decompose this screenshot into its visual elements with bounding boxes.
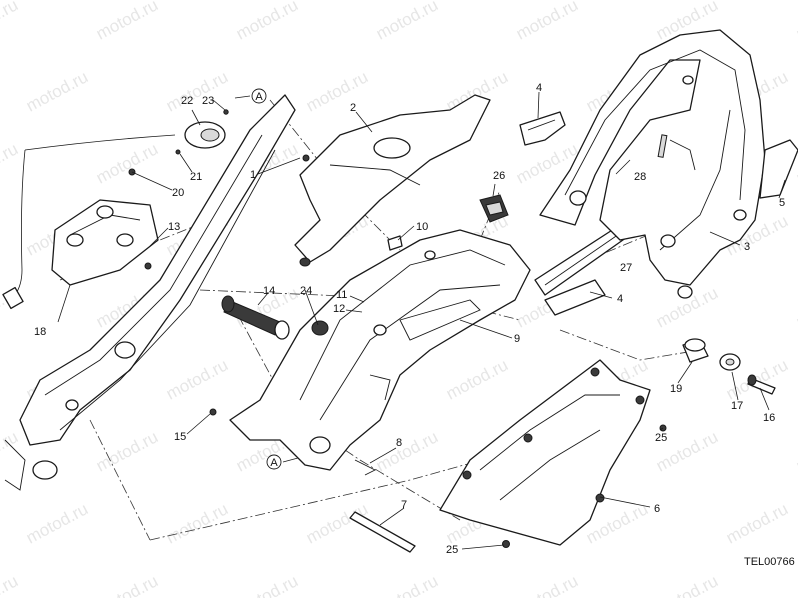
watermark-text: motod.ru [93, 571, 161, 598]
watermark-text: motod.ru [793, 0, 798, 44]
reference-marker-a-bottom: A [270, 457, 278, 469]
label-part-9: 9 [514, 333, 520, 345]
watermark-text: motod.ru [93, 0, 161, 44]
label-part-24: 24 [300, 285, 312, 297]
label-part-4-top: 4 [536, 82, 542, 94]
watermark-text: motod.ru [0, 427, 21, 475]
label-part-11: 11 [336, 289, 347, 301]
label-part-10: 10 [416, 221, 428, 233]
watermark-text: motod.ru [513, 0, 581, 44]
part-14-spacer [221, 295, 329, 340]
part-15-screw [209, 408, 217, 416]
label-leaders [57, 91, 786, 550]
label-part-21: 21 [190, 171, 202, 183]
watermark-text: motod.ru [163, 355, 231, 403]
label-part-22: 22 [181, 95, 193, 107]
label-part-2: 2 [350, 102, 356, 114]
label-part-28: 28 [634, 171, 646, 183]
label-part-25-right: 25 [655, 432, 667, 444]
label-part-20: 20 [172, 187, 184, 199]
label-part-16: 16 [763, 412, 775, 424]
diagram-reference-code: TEL00766 [744, 556, 795, 568]
reference-markers: A A [234, 88, 299, 470]
label-part-6: 6 [654, 503, 660, 515]
label-part-26: 26 [493, 170, 505, 182]
part-9-central-frame [229, 229, 531, 476]
watermark-text: motod.ru [793, 427, 798, 475]
left-subframe [4, 94, 296, 491]
part-7-rod [349, 511, 416, 553]
label-part-3: 3 [744, 241, 750, 253]
label-part-8: 8 [396, 437, 402, 449]
watermark-text: motod.ru [373, 571, 441, 598]
label-part-19: 19 [670, 383, 682, 395]
label-part-15: 15 [174, 431, 186, 443]
part-18-lock-bracket [2, 134, 176, 310]
label-part-25-bottom: 25 [446, 544, 458, 556]
part-2-upper-tray [294, 94, 491, 267]
label-part-13: 13 [168, 221, 180, 233]
part-number-labels: 1 2 3 4 4 5 6 7 8 9 10 11 12 13 14 15 16… [34, 82, 785, 556]
watermark-text: motod.ru [23, 499, 91, 547]
watermark-text: motod.ru [373, 0, 441, 44]
part-27-rail [534, 224, 631, 316]
watermark-text: motod.ru [233, 571, 301, 598]
label-part-12: 12 [333, 303, 345, 315]
watermark-text: motod.ru [443, 355, 511, 403]
label-part-23: 23 [202, 95, 214, 107]
watermark-text: motod.ru [0, 139, 21, 187]
watermark-text: motod.ru [793, 283, 798, 331]
watermark-text: motod.ru [0, 571, 21, 598]
label-part-17: 17 [731, 400, 743, 412]
watermark-text: motod.ru [23, 67, 91, 115]
part-26-clip [479, 194, 509, 223]
watermark-text: motod.ru [163, 67, 231, 115]
watermark-text: motod.ru [303, 67, 371, 115]
label-part-27: 27 [620, 262, 632, 274]
label-part-18: 18 [34, 326, 46, 338]
label-part-4-bottom: 4 [617, 293, 623, 305]
watermark-text: motod.ru [93, 427, 161, 475]
watermark-text: motod.ru [0, 0, 21, 44]
part-4-upper-bracket [519, 111, 566, 146]
label-part-5: 5 [779, 197, 785, 209]
part-5-pad [759, 139, 798, 199]
label-part-7: 7 [401, 499, 407, 511]
label-part-1: 1 [250, 169, 256, 181]
part-6-undertray [439, 359, 667, 548]
watermark-text: motod.ru [793, 571, 798, 598]
reference-marker-a-top: A [255, 91, 263, 103]
label-part-14: 14 [263, 285, 275, 297]
watermark-text: motod.ru [513, 571, 581, 598]
watermark-text: motod.ru [723, 499, 791, 547]
watermark-text: motod.ru [233, 0, 301, 44]
part-22-disc [128, 109, 229, 270]
parts-19-17-16 [682, 338, 776, 395]
watermark-text: motod.ru [373, 427, 441, 475]
watermark-text: motod.ru [653, 571, 721, 598]
part-3-rear-subframe [539, 29, 766, 299]
